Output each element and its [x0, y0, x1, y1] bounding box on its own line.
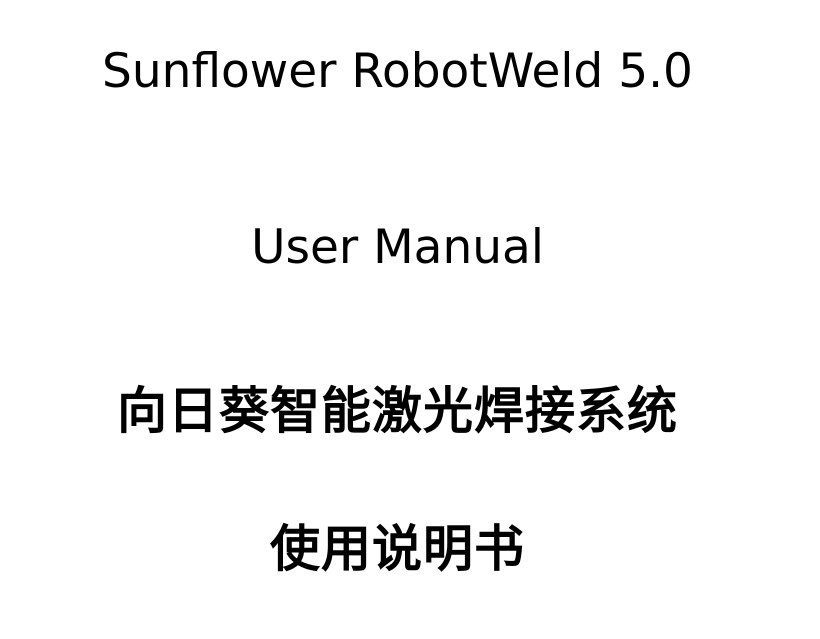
product-title: Sunflower RobotWeld 5.0 — [102, 44, 693, 99]
product-title-chinese: 向日葵智能激光焊接系统 — [117, 382, 678, 440]
document-type-title: User Manual — [251, 220, 544, 275]
document-type-title-chinese: 使用说明书 — [270, 520, 525, 578]
